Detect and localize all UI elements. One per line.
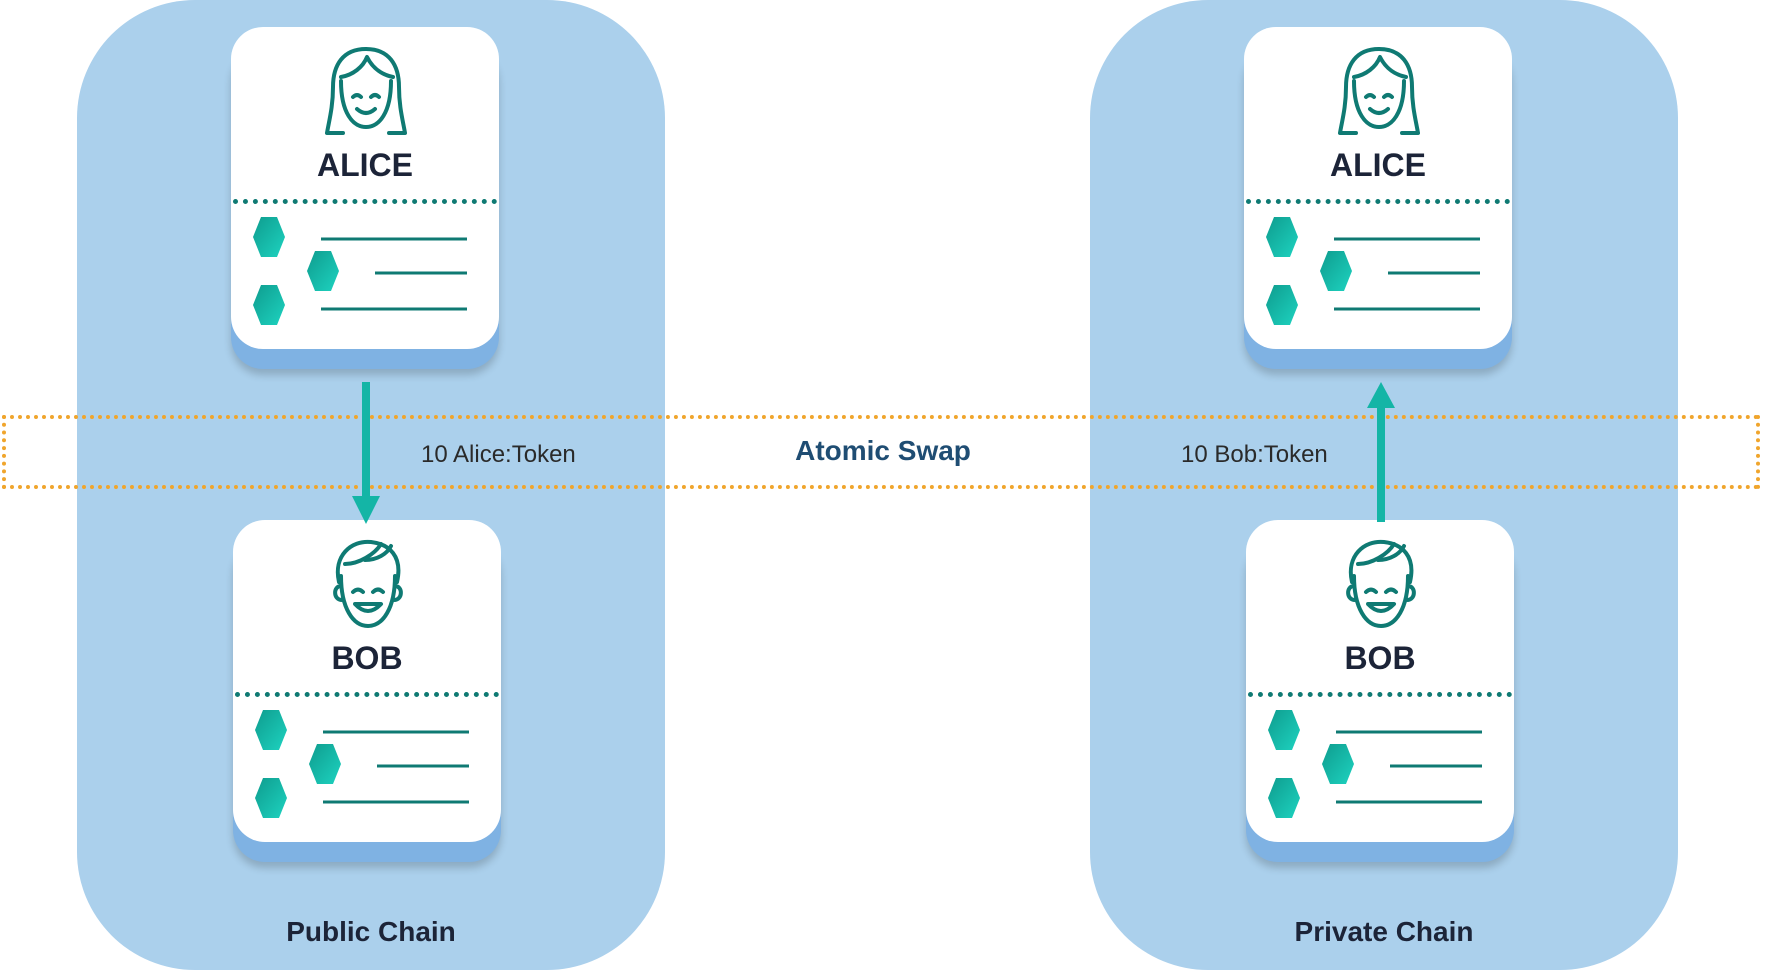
public-bob-card: BOB: [233, 520, 501, 862]
bob-token-transfer-label: 10 Bob:Token: [1181, 441, 1328, 468]
private-chain-label: Private Chain: [1294, 916, 1474, 947]
bob-name: BOB: [331, 640, 403, 676]
divider: [1248, 692, 1512, 697]
atomic-swap-band: [2, 415, 1760, 489]
alice-token-transfer-label: 10 Alice:Token: [421, 441, 576, 468]
atomic-swap-title: Atomic Swap: [795, 435, 971, 466]
divider: [1246, 199, 1510, 204]
arrow-up-icon: [1367, 382, 1395, 522]
private-bob-card: BOB: [1246, 520, 1514, 862]
alice-name: ALICE: [317, 147, 413, 183]
arrow-down-icon: [352, 382, 380, 524]
alice-name: ALICE: [1330, 147, 1426, 183]
divider: [235, 692, 499, 697]
divider: [233, 199, 497, 204]
bob-name: BOB: [1344, 640, 1416, 676]
public-alice-card: ALICE: [231, 27, 499, 369]
public-chain-label: Public Chain: [286, 916, 456, 947]
private-alice-card: ALICE: [1244, 27, 1512, 369]
